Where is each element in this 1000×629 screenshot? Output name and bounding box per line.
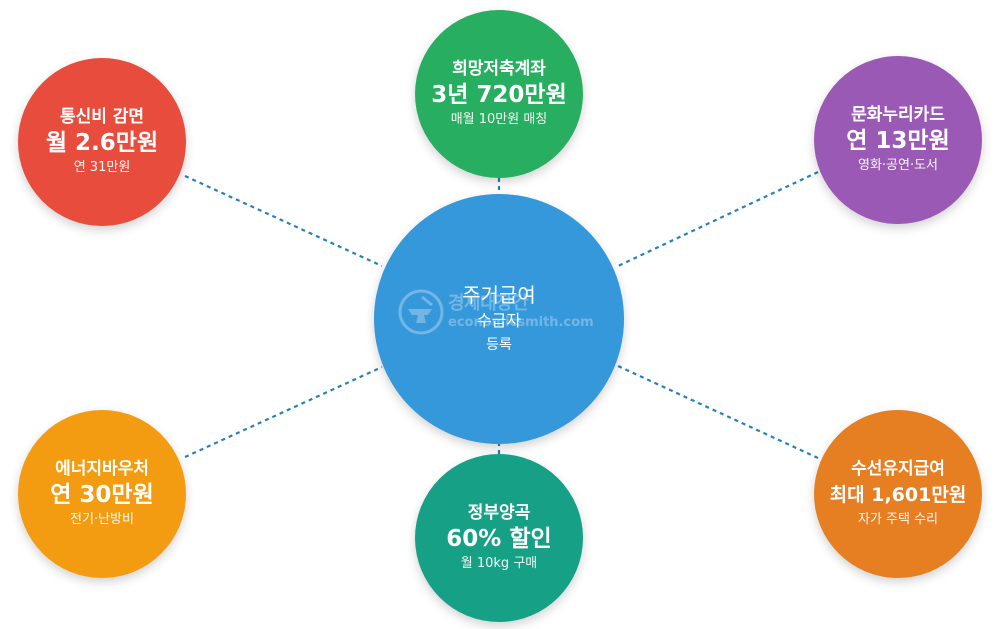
center-subtitle: 수급자 bbox=[476, 311, 522, 330]
center-node: 주거급여 수급자 등록 bbox=[374, 194, 624, 444]
benefit-note: 연 31만원 bbox=[73, 160, 131, 175]
benefit-amount: 연 13만원 bbox=[846, 128, 950, 154]
benefit-energy: 에너지바우처 연 30만원 전기·난방비 bbox=[18, 410, 186, 578]
benefit-amount: 연 30만원 bbox=[50, 482, 154, 508]
connector-telecom bbox=[184, 174, 383, 268]
center-action: 등록 bbox=[486, 337, 512, 353]
benefit-name: 통신비 감면 bbox=[59, 107, 145, 127]
benefit-grain: 정부양곡 60% 할인 월 10kg 구매 bbox=[415, 454, 583, 622]
center-title: 주거급여 bbox=[462, 283, 536, 307]
benefit-note: 자가 주택 수리 bbox=[857, 512, 939, 527]
benefit-name: 수선유지급여 bbox=[851, 459, 945, 479]
benefit-name: 정부양곡 bbox=[467, 503, 531, 523]
benefit-repair: 수선유지급여 최대 1,601만원 자가 주택 수리 bbox=[814, 410, 982, 578]
benefit-note: 전기·난방비 bbox=[70, 512, 134, 527]
benefit-amount: 60% 할인 bbox=[446, 526, 552, 552]
benefit-name: 희망저축계좌 bbox=[452, 59, 546, 79]
connector-energy bbox=[184, 365, 383, 459]
benefit-culture: 문화누리카드 연 13만원 영화·공연·도서 bbox=[814, 56, 982, 224]
benefit-amount: 3년 720만원 bbox=[431, 82, 567, 108]
benefit-name: 에너지바우처 bbox=[55, 459, 149, 479]
benefit-note: 영화·공연·도서 bbox=[857, 158, 939, 173]
benefit-note: 매월 10만원 매칭 bbox=[450, 112, 548, 127]
benefit-amount: 월 2.6만원 bbox=[45, 130, 159, 156]
connector-repair bbox=[617, 365, 819, 459]
benefit-name: 문화누리카드 bbox=[851, 105, 945, 125]
benefit-telecom: 통신비 감면 월 2.6만원 연 31만원 bbox=[18, 58, 186, 226]
benefit-note: 월 10kg 구매 bbox=[460, 556, 538, 571]
benefit-amount: 최대 1,601만원 bbox=[829, 484, 967, 506]
connector-culture bbox=[617, 171, 819, 267]
benefit-savings: 희망저축계좌 3년 720만원 매월 10만원 매칭 bbox=[415, 10, 583, 178]
